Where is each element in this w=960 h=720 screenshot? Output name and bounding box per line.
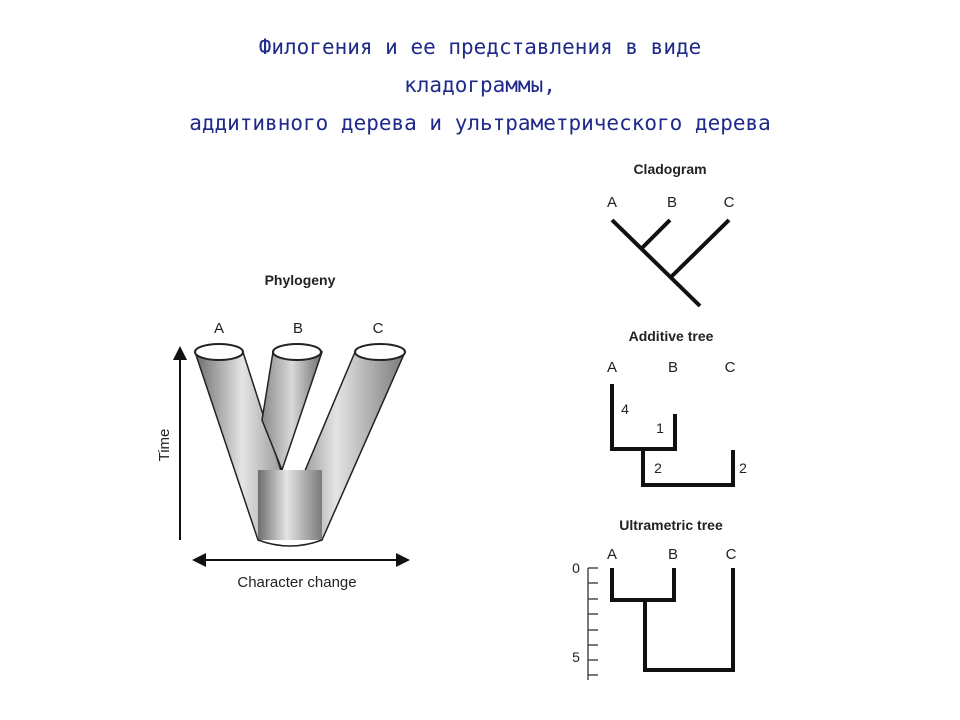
cladogram-branch-b bbox=[640, 218, 672, 250]
cladogram-taxon-c: C bbox=[724, 194, 735, 211]
cladogram-heading: Cladogram bbox=[633, 161, 706, 177]
phylogeny-heading: Phylogeny bbox=[265, 272, 336, 288]
ultrametric-scale-five: 5 bbox=[572, 649, 580, 665]
time-axis-label: Time bbox=[156, 429, 173, 462]
cladogram-branch-c bbox=[669, 218, 731, 279]
ultrametric-clade-abc bbox=[643, 568, 735, 672]
cladogram-taxon-b: B bbox=[667, 194, 677, 211]
phylogeny-taxon-b: B bbox=[293, 320, 303, 337]
character-axis-left-arrow-icon bbox=[192, 553, 206, 567]
phylogeny-taxon-c: C bbox=[373, 320, 384, 337]
cladogram-branch-root bbox=[610, 218, 702, 308]
ultrametric-tree-panel: Ultrametric tree A B C 0 5 bbox=[572, 517, 737, 680]
phylogeny-opening-b bbox=[272, 343, 322, 361]
phylogeny-stem bbox=[258, 470, 322, 540]
cladogram-panel: Cladogram A B C bbox=[607, 161, 735, 308]
additive-length-b: 1 bbox=[656, 420, 664, 436]
additive-taxon-b: B bbox=[668, 359, 678, 376]
ultrametric-taxon-c: C bbox=[726, 546, 737, 563]
time-axis-arrow-icon bbox=[173, 346, 187, 360]
additive-clade-abc bbox=[641, 449, 735, 487]
ultrametric-taxon-a: A bbox=[607, 546, 617, 563]
title-line-1: Филогения и ее представления в виде bbox=[258, 35, 702, 59]
additive-taxon-c: C bbox=[725, 359, 736, 376]
phylogeny-opening-c bbox=[354, 343, 406, 361]
cladogram-taxon-a: A bbox=[607, 194, 617, 211]
character-axis-right-arrow-icon bbox=[396, 553, 410, 567]
ultrametric-taxon-b: B bbox=[668, 546, 678, 563]
ultrametric-tree-heading: Ultrametric tree bbox=[619, 517, 723, 533]
ultrametric-clade-ab bbox=[610, 568, 676, 602]
title-line-2: кладограммы, bbox=[404, 73, 556, 97]
ultrametric-scale-zero: 0 bbox=[572, 560, 580, 576]
ultrametric-scale bbox=[587, 567, 598, 680]
phylogeny-opening-a bbox=[194, 343, 244, 361]
slide-title: Филогения и ее представления в виде клад… bbox=[0, 28, 960, 142]
phylogeny-panel: Phylogeny A B C Time Character change bbox=[156, 272, 410, 591]
additive-taxon-a: A bbox=[607, 359, 617, 376]
additive-tree-panel: Additive tree A B C 4 1 2 2 bbox=[607, 328, 747, 487]
phylogeny-taxon-a: A bbox=[214, 320, 224, 337]
character-axis-label: Character change bbox=[237, 574, 356, 591]
additive-length-ab: 2 bbox=[654, 460, 662, 476]
additive-length-c: 2 bbox=[739, 460, 747, 476]
additive-tree-heading: Additive tree bbox=[629, 328, 714, 344]
additive-length-a: 4 bbox=[621, 401, 629, 417]
title-line-3: аддитивного дерева и ультраметрического … bbox=[189, 111, 771, 135]
